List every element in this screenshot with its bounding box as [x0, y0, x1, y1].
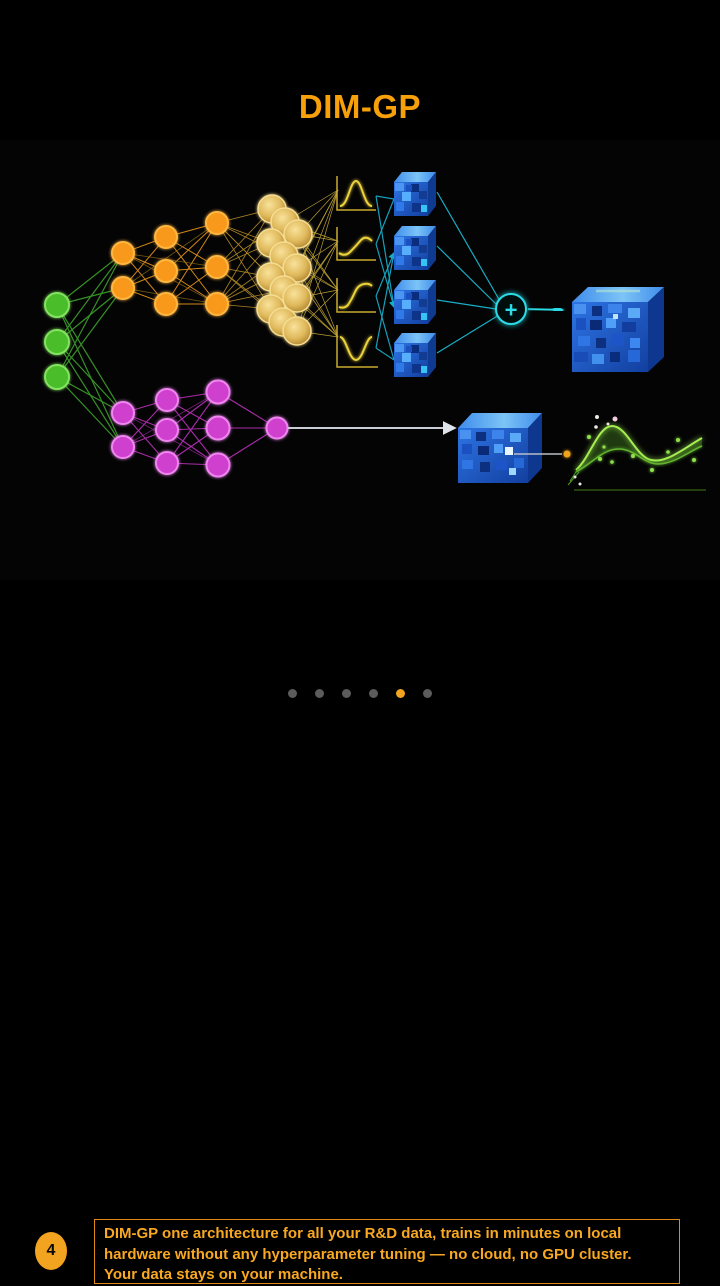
caption-line-3: Your data stays on your machine.	[104, 1266, 343, 1283]
caption-box: DIM-GP one architecture for all your R&D…	[94, 1219, 680, 1284]
page-title: DIM-GP	[298, 88, 422, 125]
pagination-dots	[0, 689, 720, 698]
gp-output-plot	[567, 415, 706, 491]
diagram-canvas: +	[44, 172, 706, 491]
covariance-cubes	[394, 172, 436, 377]
pagination-dot-active[interactable]	[396, 689, 405, 698]
sum-to-kernel-arrow	[527, 304, 565, 316]
caption-line-2: hardware without any hyperparameter tuni…	[104, 1245, 632, 1263]
slide-background: DIM-GP	[0, 88, 720, 1284]
cube-to-sum-connectors	[436, 191, 501, 354]
pagination-dot[interactable]	[288, 689, 297, 698]
input-layer-nodes	[44, 292, 70, 390]
plot-to-cube-connectors	[375, 195, 396, 361]
main-network-nodes	[111, 211, 229, 316]
architecture-diagram: +	[0, 140, 720, 580]
embedding-cluster-nodes	[256, 194, 313, 346]
basis-function-plots	[336, 176, 378, 368]
caption-row: 4 DIM-GP one architecture for all your R…	[0, 606, 720, 1284]
kernel-cube-large	[572, 287, 664, 372]
slide-number: 4	[46, 1242, 56, 1259]
pagination-dot[interactable]	[369, 689, 378, 698]
pagination-dot[interactable]	[315, 689, 324, 698]
kernel-output-dot	[612, 416, 618, 422]
pagination-dot[interactable]	[423, 689, 432, 698]
orange-dot	[563, 450, 571, 458]
secondary-network-nodes	[111, 379, 289, 478]
plus-icon: +	[505, 298, 518, 323]
sum-node: +	[495, 293, 527, 325]
pagination-dot[interactable]	[342, 689, 351, 698]
slide-number-badge: 4	[35, 1232, 67, 1270]
kernel-cube-small	[458, 413, 542, 483]
caption-line-1: DIM-GP one architecture for all your R&D…	[104, 1225, 622, 1242]
secondary-network-edges	[122, 391, 278, 466]
